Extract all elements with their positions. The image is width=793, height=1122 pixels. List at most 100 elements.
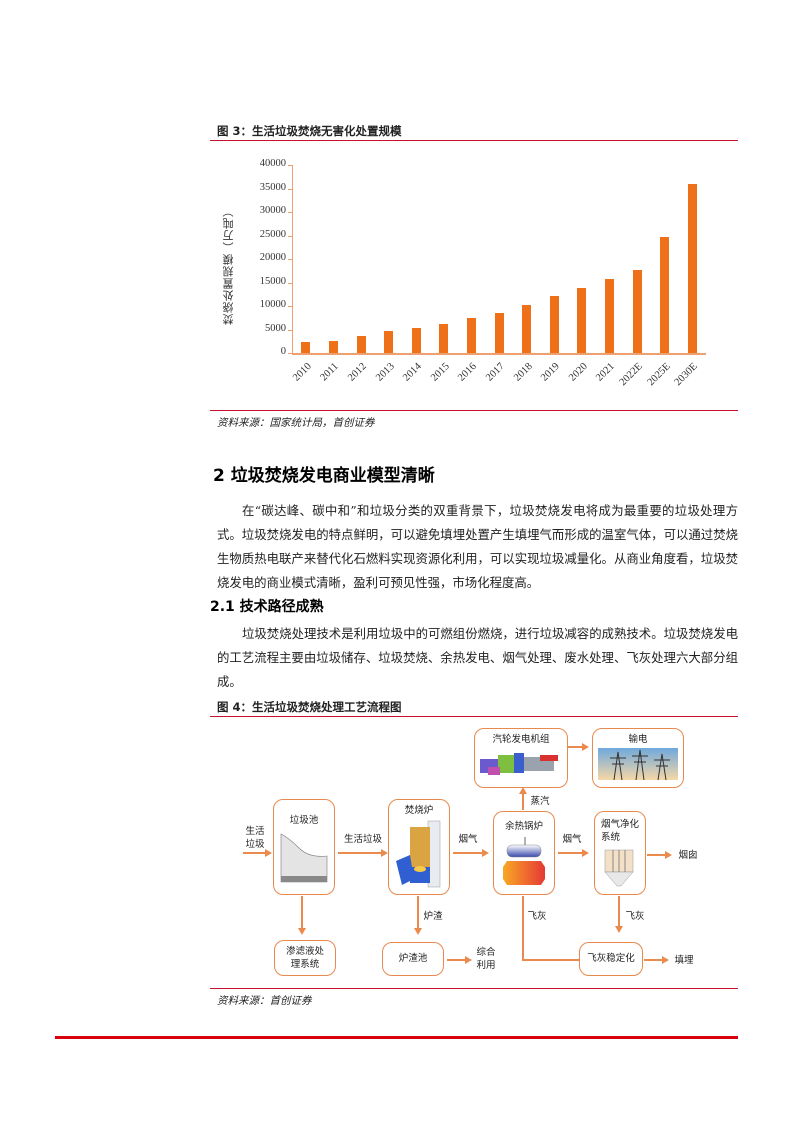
edge-flue2-label: 烟气 bbox=[562, 834, 582, 845]
bar bbox=[439, 323, 449, 353]
arrowhead-icon bbox=[582, 849, 589, 857]
node-turbine-label: 汽轮发电机组 bbox=[492, 734, 550, 745]
figure-3-bottom-rule bbox=[210, 410, 738, 411]
bar bbox=[577, 287, 587, 353]
node-pit-label: 垃圾池 bbox=[289, 815, 319, 826]
edge-flyash2-label: 飞灰 bbox=[625, 911, 645, 922]
y-tick-label: 15000 bbox=[259, 275, 286, 287]
bar bbox=[466, 318, 476, 353]
node-flue-clean: 烟气净化 系统 bbox=[594, 811, 646, 895]
arrowhead-icon bbox=[265, 849, 272, 857]
y-tick-mark bbox=[288, 353, 292, 354]
arrow-pit-leachate bbox=[301, 896, 303, 928]
y-tick-mark bbox=[288, 282, 292, 284]
arrowhead-icon bbox=[414, 928, 422, 935]
arrow-flueclean-flyash bbox=[618, 896, 620, 926]
figure-4-source: 资料来源：首创证券 bbox=[217, 995, 312, 1007]
filter-illustration-icon bbox=[604, 849, 634, 887]
arrowhead-icon bbox=[465, 956, 472, 964]
node-incinerator-label: 焚烧炉 bbox=[404, 805, 434, 816]
pit-illustration-icon bbox=[280, 833, 328, 883]
y-tick-label: 40000 bbox=[259, 158, 286, 169]
bar bbox=[301, 342, 311, 353]
y-tick-mark bbox=[288, 235, 292, 237]
arrow-turbine-grid bbox=[568, 746, 582, 748]
y-tick-mark bbox=[288, 306, 292, 307]
node-slag-pool-label: 炉渣池 bbox=[398, 953, 428, 964]
section-2-1-paragraph: 垃圾焚烧处理技术是利用垃圾中的可燃组份燃烧，进行垃圾减容的成熟技术。垃圾焚烧发电… bbox=[217, 626, 738, 689]
arrowhead-icon bbox=[615, 926, 623, 933]
y-tick-label: 30000 bbox=[259, 205, 286, 216]
edge-flue1-label: 烟气 bbox=[458, 834, 478, 845]
footer-red-rule bbox=[55, 1036, 738, 1039]
arrowhead-icon bbox=[482, 849, 489, 857]
bar bbox=[356, 336, 366, 353]
figure-3-title: 图 3：生活垃圾焚烧无害化处置规模 bbox=[217, 124, 402, 138]
figure-4-top-rule bbox=[210, 716, 738, 717]
bar bbox=[411, 328, 421, 353]
node-boiler: 余热锅炉 bbox=[493, 811, 555, 895]
figure-3-top-rule bbox=[210, 140, 738, 141]
bar bbox=[632, 270, 642, 353]
turbine-illustration-icon bbox=[480, 753, 558, 775]
arrowhead-icon bbox=[665, 851, 672, 859]
y-tick-mark bbox=[288, 329, 292, 331]
chart-y-axis-label: 焚烧处置规模（万吨） bbox=[222, 205, 235, 325]
arrow-incinerator-slag bbox=[417, 896, 419, 928]
bar bbox=[494, 313, 504, 353]
node-chimney-label: 烟囱 bbox=[678, 850, 698, 861]
edge-steam-label: 蒸汽 bbox=[530, 796, 550, 807]
node-landfill-label: 填埋 bbox=[674, 955, 694, 966]
node-flue-clean-label: 烟气净化 系统 bbox=[601, 819, 640, 843]
y-tick-label: 10000 bbox=[259, 299, 286, 310]
node-turbine: 汽轮发电机组 bbox=[474, 728, 568, 788]
node-leachate: 渗滤液处 理系统 bbox=[274, 940, 336, 976]
incinerator-illustration-icon bbox=[396, 820, 441, 888]
node-grid: 输电 bbox=[592, 728, 684, 788]
bar bbox=[522, 305, 532, 353]
edge-msw-label: 生活垃圾 bbox=[343, 834, 382, 845]
figure-4-bottom-rule bbox=[210, 988, 738, 989]
arrow-flueclean-chimney bbox=[647, 854, 665, 856]
arrow-flyash-to-stabilization bbox=[522, 959, 579, 961]
y-tick-label: 35000 bbox=[259, 181, 286, 193]
input-label: 生活 垃圾 bbox=[245, 826, 265, 850]
y-tick-label: 20000 bbox=[259, 252, 286, 263]
arrowhead-icon bbox=[582, 743, 589, 751]
node-grid-label: 输电 bbox=[628, 734, 648, 745]
arrow-incinerator-boiler bbox=[453, 852, 482, 854]
bar bbox=[384, 331, 394, 353]
arrow-boiler-flueclean bbox=[558, 852, 582, 854]
boiler-illustration-icon bbox=[503, 837, 545, 885]
bar bbox=[549, 295, 559, 353]
node-incinerator: 焚烧炉 bbox=[388, 799, 450, 895]
figure-3-source: 资料来源：国家统计局，首创证券 bbox=[217, 417, 375, 429]
y-tick-label: 5000 bbox=[265, 322, 286, 334]
arrow-slag-reuse bbox=[447, 959, 465, 961]
arrow-pit-incinerator bbox=[338, 852, 381, 854]
figure-4-title: 图 4：生活垃圾焚烧处理工艺流程图 bbox=[217, 700, 402, 714]
arrowhead-icon bbox=[298, 928, 306, 935]
node-slag-pool: 炉渣池 bbox=[382, 942, 444, 976]
node-pit: 垃圾池 bbox=[273, 799, 335, 895]
arrow-input-pit bbox=[243, 852, 265, 854]
node-leachate-label: 渗滤液处 理系统 bbox=[285, 946, 324, 970]
arrowhead-icon bbox=[381, 849, 388, 857]
node-reuse-label: 综合 利用 bbox=[476, 947, 496, 971]
y-tick-label: 0 bbox=[280, 346, 286, 357]
node-ash-stabilization-label: 飞灰稳定化 bbox=[587, 953, 635, 964]
edge-flyash1-label: 飞灰 bbox=[527, 911, 547, 922]
y-tick-mark bbox=[288, 188, 292, 190]
power-tower-icon bbox=[598, 748, 678, 781]
bar bbox=[660, 236, 670, 353]
process-flow-diagram: 汽轮发电机组 输电 生活 垃圾 垃圾池 生活垃圾 焚烧炉 bbox=[210, 718, 738, 988]
edge-slag-label: 炉渣 bbox=[423, 911, 443, 922]
x-axis bbox=[292, 353, 706, 355]
node-ash-stabilization: 飞灰稳定化 bbox=[579, 942, 643, 976]
y-tick-mark bbox=[288, 212, 292, 213]
y-tick-mark bbox=[288, 165, 292, 166]
y-tick-mark bbox=[288, 259, 292, 260]
node-boiler-label: 余热锅炉 bbox=[504, 821, 543, 832]
arrowhead-icon bbox=[519, 787, 527, 794]
